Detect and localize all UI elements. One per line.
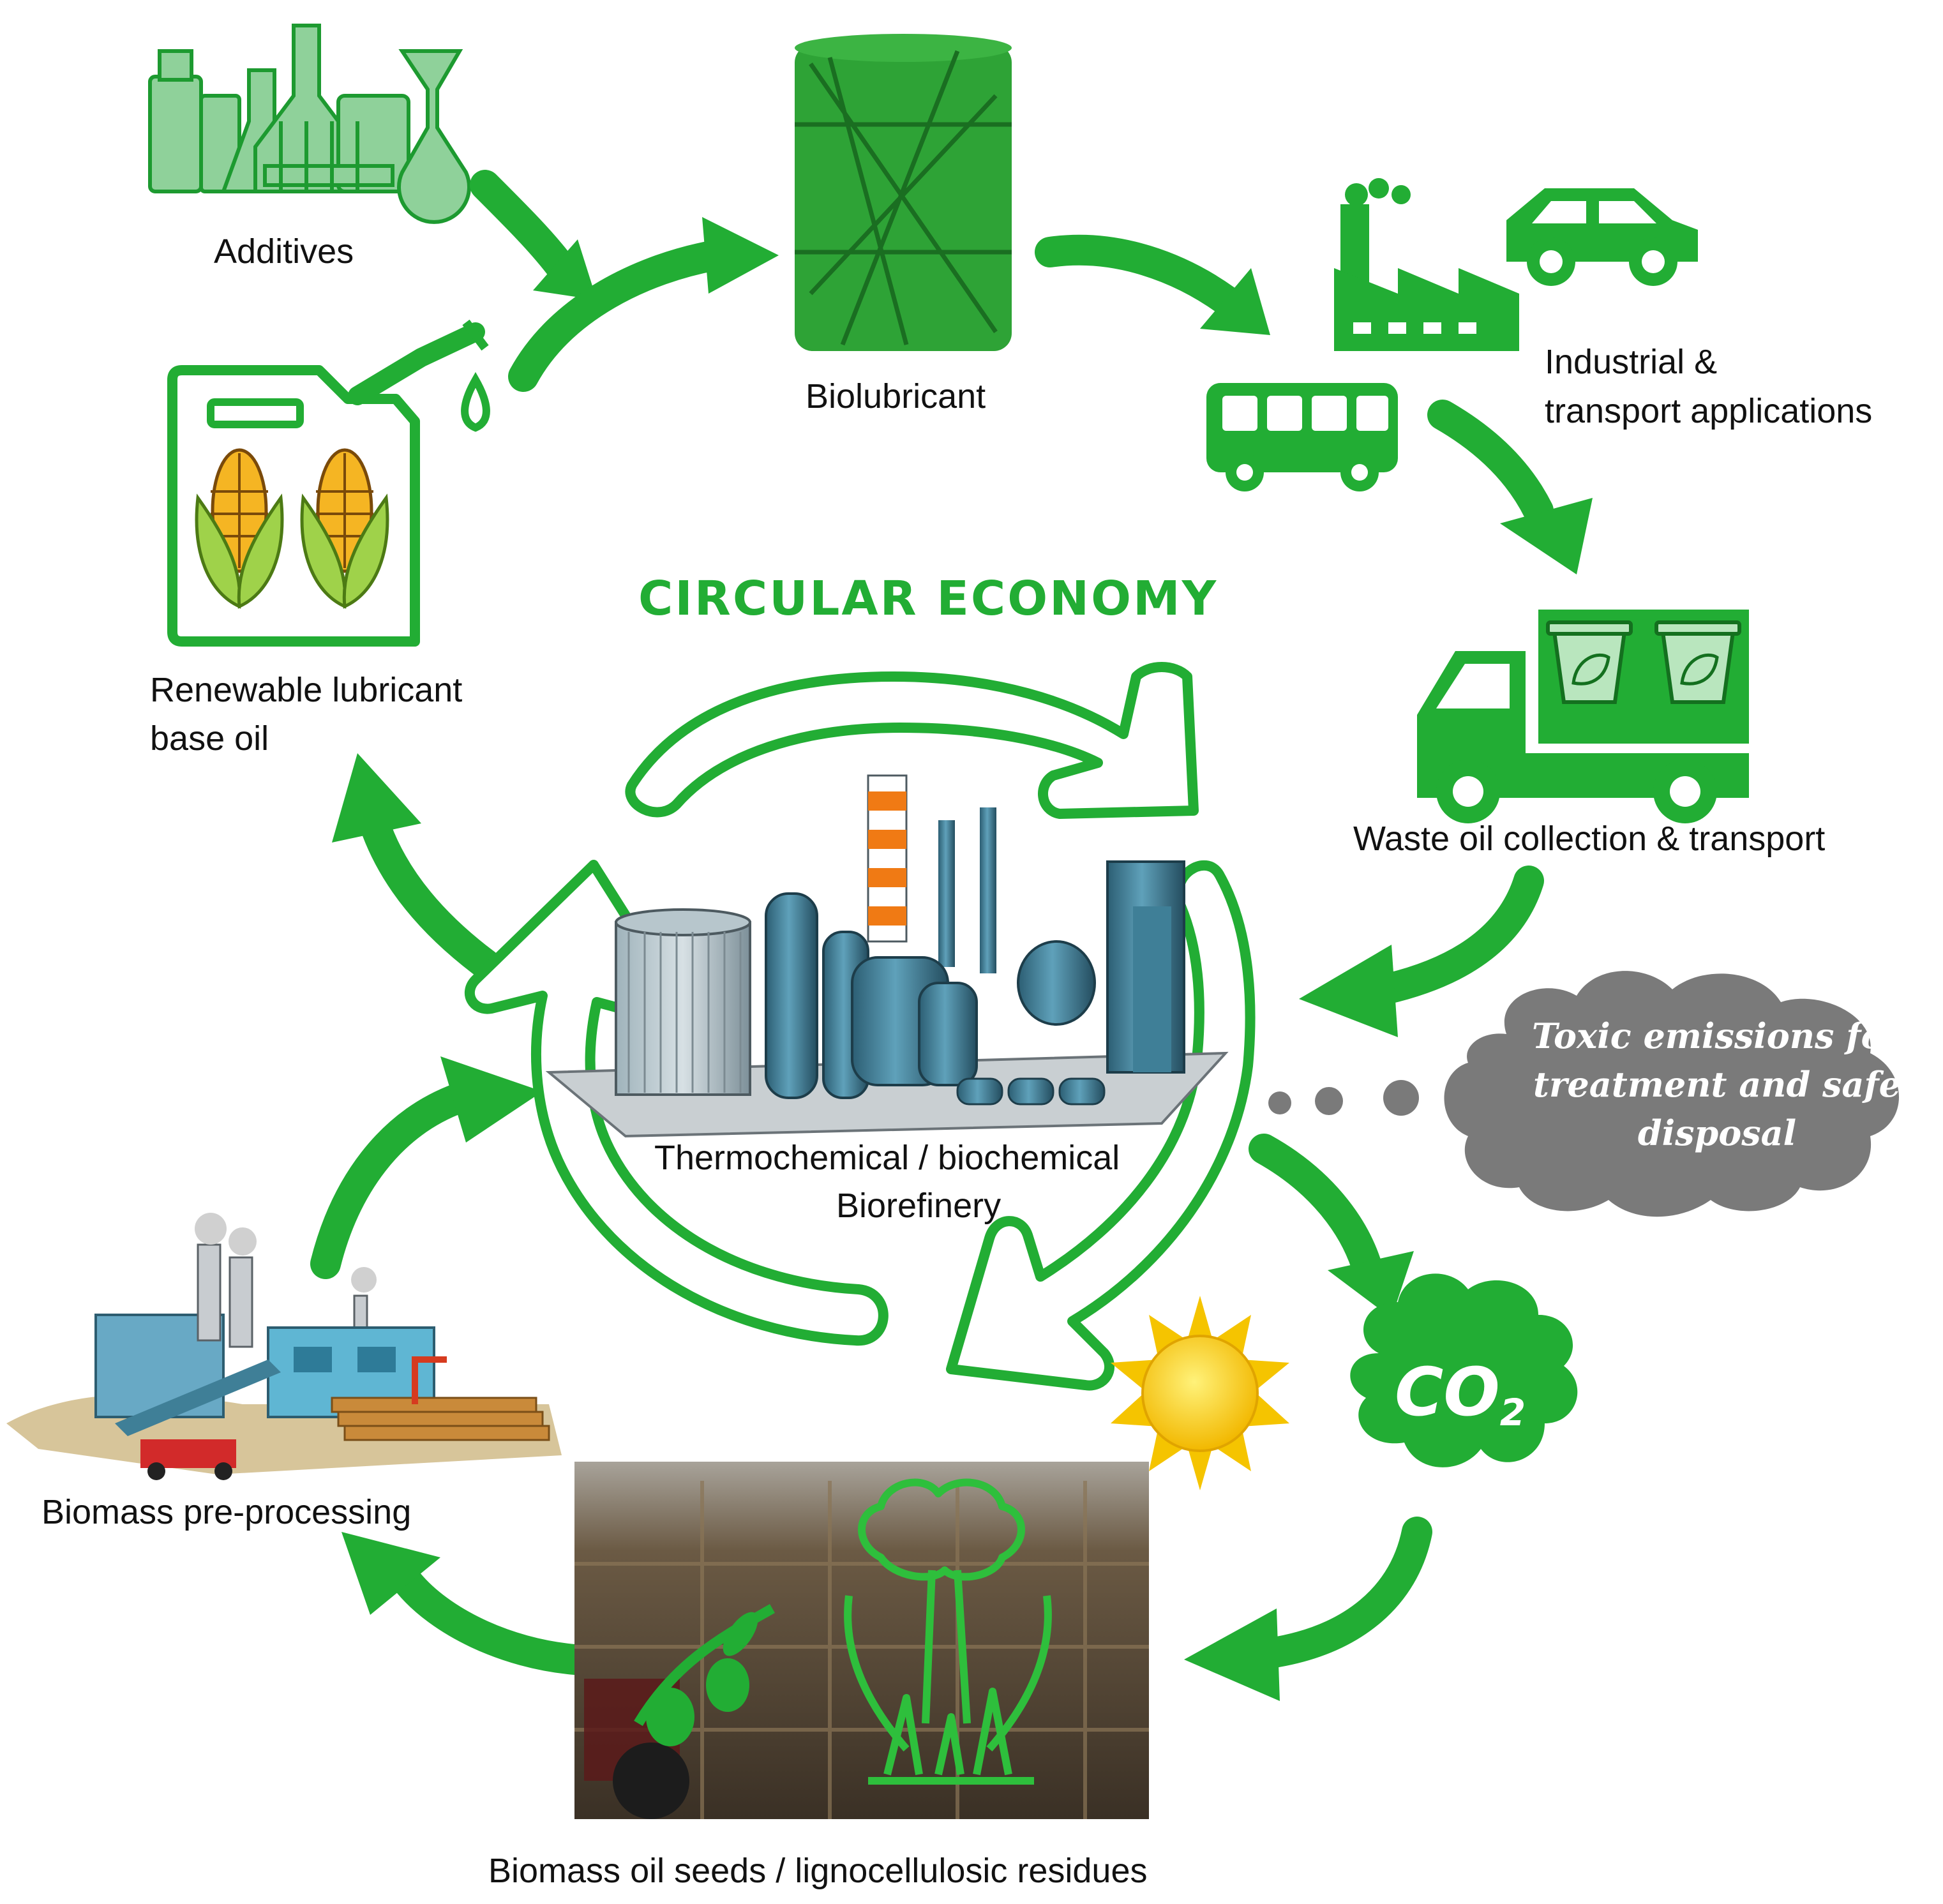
bus-icon [1206,383,1398,491]
arrow-co2-to-feedstock [1184,1517,1432,1701]
arrow-applications-to-truck [1427,400,1593,574]
oil-drum-icon [795,34,1012,351]
arrow-preprocessing-to-refinery [310,1056,543,1279]
label-biorefinery-line2: Biorefinery [836,1187,1002,1225]
arrow-baseoil-to-drum [508,217,779,392]
sun-icon [1111,1296,1289,1490]
arrow-refinery-to-baseoil [332,753,500,979]
tree-icon [844,1478,1052,1785]
toxic-cloud-icon [1268,971,1899,1217]
label-applications-line1: Industrial & [1545,343,1718,381]
label-biorefinery-line1: Thermochemical / biochemical [654,1139,1120,1177]
corn-cob-left [195,448,284,609]
loop-arrow-top [625,662,1199,819]
toxic-emissions-line1: Toxic emissions for [1532,1016,1902,1056]
loop-arrow-right [946,860,1256,1391]
co2-subscript: 2 [1499,1391,1526,1434]
oil-refinery-icon [545,774,1229,1138]
label-waste-collection: Waste oil collection & transport [1353,820,1826,858]
arrow-refinery-to-co2 [1249,1134,1414,1318]
arrow-feedstock-to-preprocessing [341,1532,590,1675]
label-additives: Additives [214,232,354,271]
label-feedstock: Biomass oil seeds / lignocellulosic resi… [488,1852,1148,1890]
lab-glassware-icon [148,24,471,224]
corn-cob-right [300,448,389,609]
label-applications-line2: transport applications [1545,392,1873,430]
diagram-title: CIRCULAR ECONOMY [638,571,1219,626]
arrow-additives-to-drum [470,170,597,300]
arrow-truck-to-refinery [1299,866,1544,1037]
toxic-emissions-line2: treatment and safe [1533,1064,1901,1105]
car-icon [1506,188,1698,286]
recycling-truck-icon [1417,610,1749,823]
label-base-oil-line2: base oil [150,719,269,758]
olive-branch-icon [634,1604,775,1746]
toxic-emissions-label: Toxic emissions for treatment and safe d… [1481,1012,1943,1157]
jerry-can-corn-icon [167,319,490,647]
biomass-plant-icon [6,1213,562,1480]
hay-bales-photo [574,1462,1149,1819]
co2-cloud-icon [1350,1273,1578,1467]
flow-arrows [310,170,1593,1701]
label-preprocessing: Biomass pre-processing [41,1493,412,1531]
striped-chimney [867,774,908,943]
arrow-drum-to-applications [1035,234,1270,335]
label-biolubricant: Biolubricant [806,377,986,416]
co2-label: CO2 [1395,1353,1526,1434]
label-base-oil-line1: Renewable lubricant [150,671,463,709]
co2-main-text: CO [1395,1353,1500,1431]
toxic-emissions-line3: disposal [1637,1113,1797,1153]
factory-icon [1334,178,1519,351]
